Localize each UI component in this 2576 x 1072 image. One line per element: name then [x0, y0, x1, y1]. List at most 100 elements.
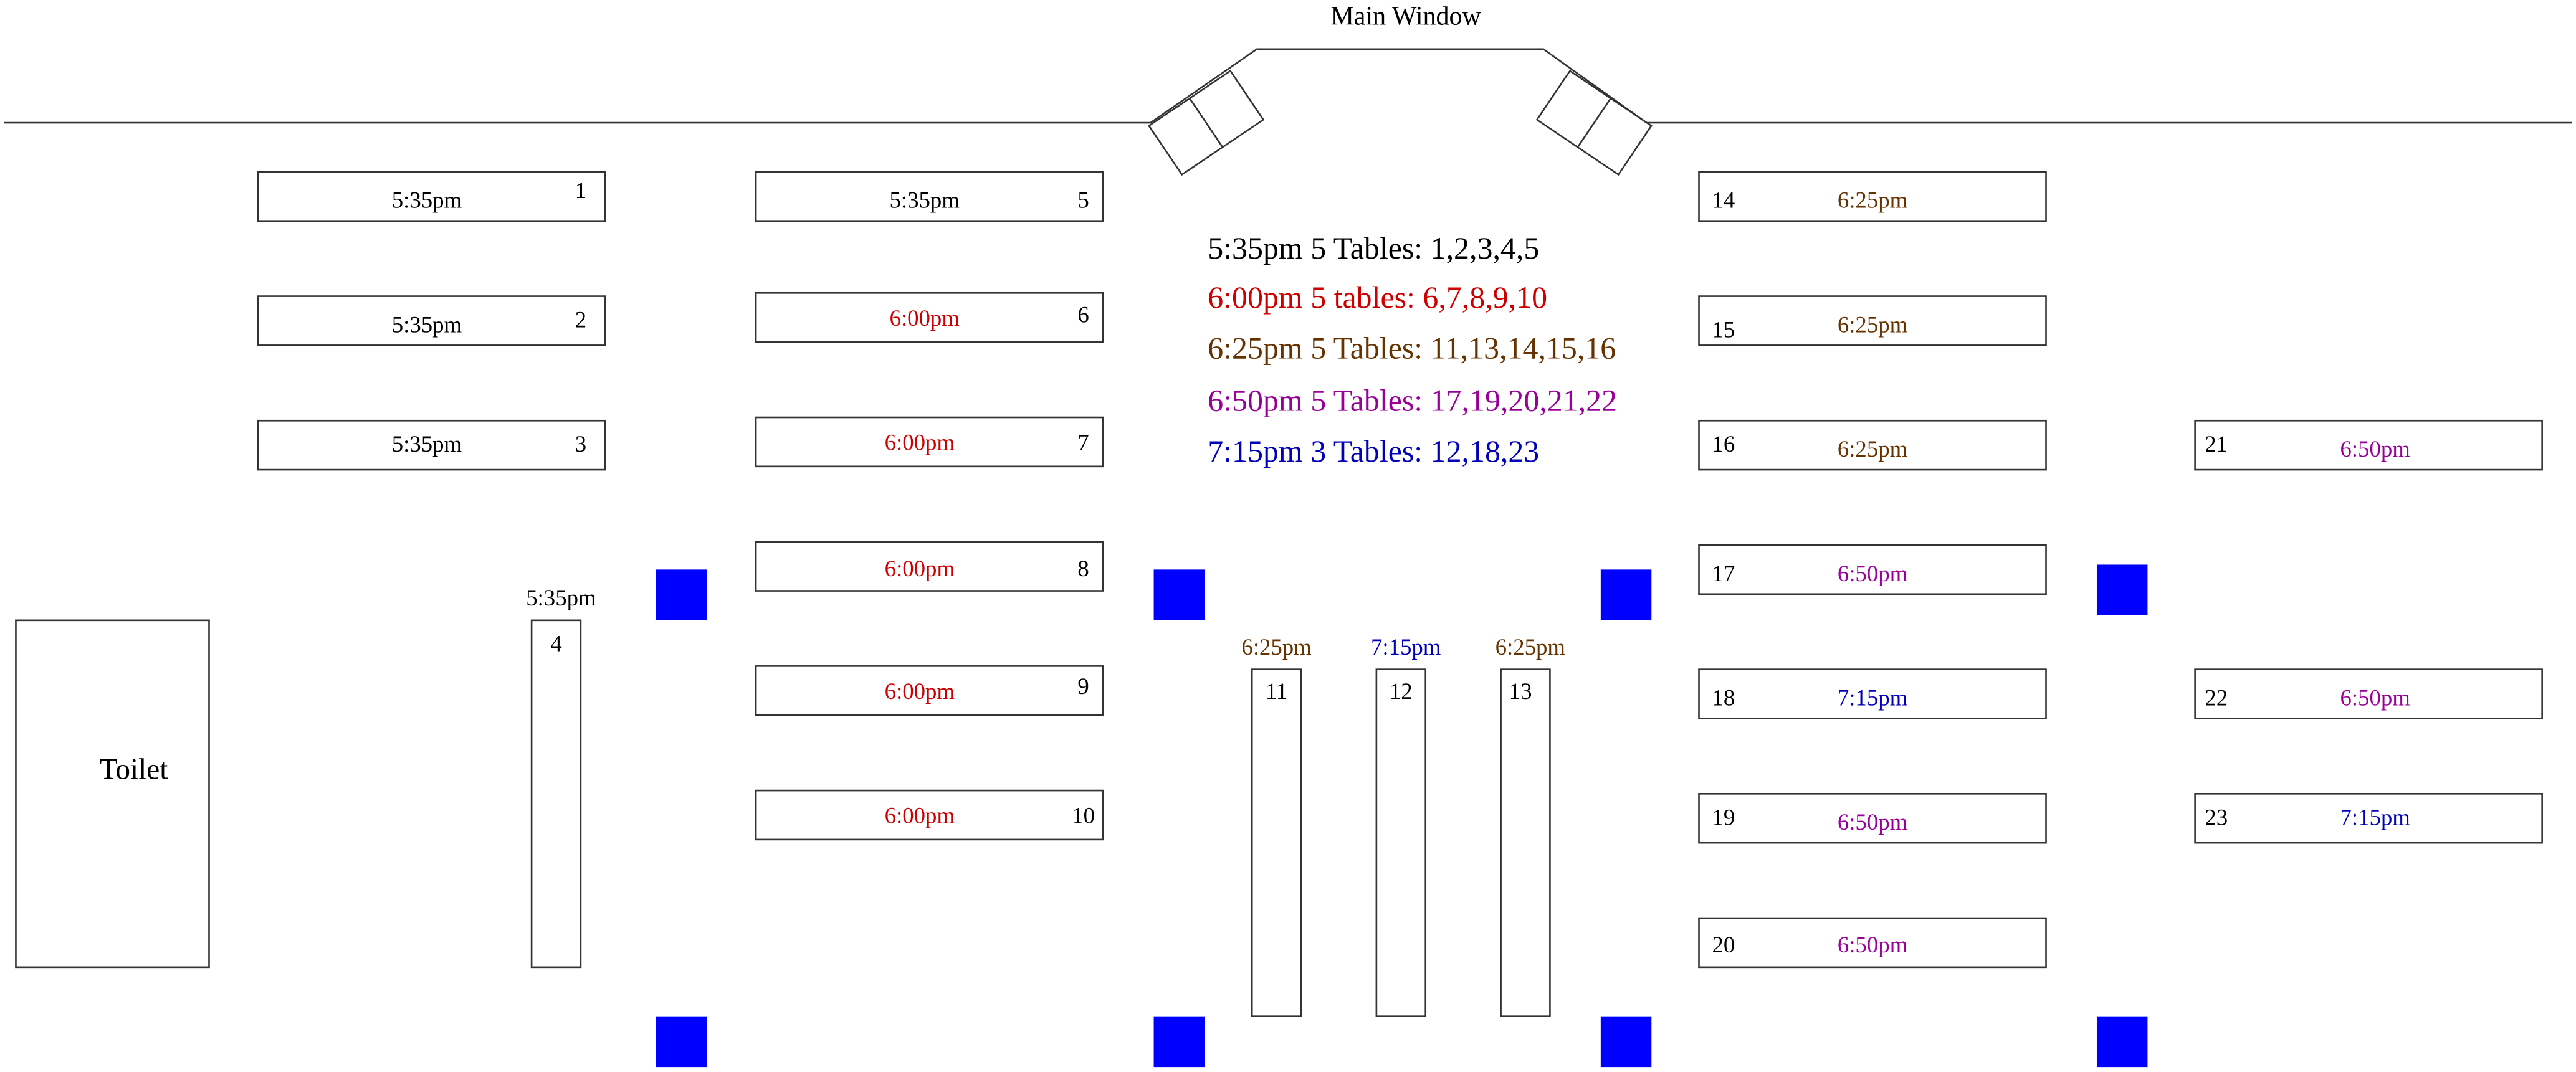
table-22: 22 6:50pm: [2194, 668, 2543, 719]
table-time: 6:50pm: [2340, 436, 2410, 462]
table-21: 21 6:50pm: [2194, 419, 2543, 471]
table-outline: [1500, 668, 1551, 1017]
table-outline: [1698, 668, 2047, 719]
table-number: 15: [1712, 316, 1735, 342]
table-number: 7: [1077, 430, 1089, 455]
legend-entry: 5:35pm 5 Tables: 1,2,3,4,5: [1208, 231, 1539, 265]
table-outline: [2194, 793, 2543, 844]
table-time: 5:35pm: [392, 431, 462, 457]
table-outline: [257, 295, 606, 346]
table-number: 2: [575, 306, 586, 332]
table-1: 5:35pm 1: [257, 171, 606, 222]
table-16: 16 6:25pm: [1698, 419, 2047, 471]
table-time: 5:35pm: [526, 585, 596, 610]
table-outline: [2194, 668, 2543, 719]
table-8: 6:00pm 8: [755, 541, 1104, 592]
pillar: [1600, 569, 1652, 620]
table-time: 6:00pm: [885, 803, 955, 828]
table-outline: [755, 789, 1104, 841]
table-number: 3: [575, 431, 586, 457]
pillar: [1153, 1016, 1205, 1068]
table-time: 6:00pm: [890, 305, 960, 331]
table-5: 5:35pm 5: [755, 171, 1104, 222]
table-number: 23: [2205, 804, 2228, 830]
table-9: 6:00pm 9: [755, 665, 1104, 716]
window-pane-left: [1148, 69, 1265, 176]
table-number: 1: [575, 178, 586, 203]
table-outline: [755, 541, 1104, 592]
table-7: 6:00pm 7: [755, 416, 1104, 468]
table-number: 5: [1077, 187, 1089, 213]
table-14: 14 6:25pm: [1698, 171, 2047, 222]
legend: 5:35pm 5 Tables: 1,2,3,4,5 6:00pm 5 tabl…: [1208, 231, 1617, 468]
table-number: 21: [2205, 431, 2228, 457]
table-time: 6:25pm: [1838, 187, 1908, 213]
pillar: [656, 1016, 707, 1068]
window-pane-right: [1535, 69, 1653, 176]
pillars: [656, 564, 2148, 1068]
table-time: 6:50pm: [1838, 809, 1908, 835]
table-time: 7:15pm: [2340, 804, 2410, 830]
main-window-title: Main Window: [1330, 2, 1481, 31]
table-outline: [1698, 917, 2047, 969]
table-number: 12: [1390, 678, 1413, 704]
table-time: 5:35pm: [392, 187, 462, 213]
table-number: 14: [1712, 187, 1735, 213]
table-17: 17 6:50pm: [1698, 544, 2047, 595]
table-outline: [755, 416, 1104, 468]
table-outline: [755, 171, 1104, 222]
table-number: 11: [1266, 678, 1287, 704]
toilet-box: [15, 619, 210, 969]
table-time: 6:50pm: [1838, 932, 1908, 957]
table-time: 6:00pm: [885, 556, 955, 581]
pillar: [2096, 564, 2148, 615]
table-outline: [755, 665, 1104, 716]
window-bay: [1150, 48, 1648, 124]
table-time: 6:50pm: [2340, 685, 2410, 710]
toilet: Toilet: [15, 619, 210, 969]
pillar: [656, 569, 707, 620]
table-4: 5:35pm 4: [526, 585, 596, 969]
table-time: 5:35pm: [392, 311, 462, 337]
table-10: 6:00pm 10: [755, 789, 1104, 841]
table-number: 20: [1712, 932, 1735, 957]
pillar: [2096, 1016, 2148, 1068]
table-19: 19 6:50pm: [1698, 793, 2047, 844]
table-number: 13: [1509, 678, 1532, 704]
table-outline: [1698, 295, 2047, 346]
legend-entry: 7:15pm 3 Tables: 12,18,23: [1208, 434, 1539, 468]
table-outline: [1698, 171, 2047, 222]
table-18: 18 7:15pm: [1698, 668, 2047, 719]
table-number: 8: [1077, 556, 1089, 581]
toilet-label: Toilet: [100, 754, 168, 786]
table-time: 6:50pm: [1838, 561, 1908, 586]
table-time: 6:25pm: [1241, 634, 1312, 660]
table-23: 23 7:15pm: [2194, 793, 2543, 844]
legend-entry: 6:50pm 5 Tables: 17,19,20,21,22: [1208, 383, 1617, 417]
table-number: 4: [550, 631, 561, 657]
table-outline: [530, 619, 582, 969]
legend-entry: 6:25pm 5 Tables: 11,13,14,15,16: [1208, 331, 1616, 365]
table-2: 5:35pm 2: [257, 295, 606, 346]
main-window: [4, 48, 2572, 176]
table-outline: [1698, 419, 2047, 471]
table-time: 7:15pm: [1371, 634, 1441, 660]
table-time: 6:25pm: [1838, 311, 1908, 337]
table-number: 22: [2205, 685, 2228, 710]
table-time: 6:00pm: [885, 678, 955, 704]
table-outline: [257, 419, 606, 471]
table-number: 16: [1712, 431, 1735, 457]
table-time: 6:25pm: [1838, 436, 1908, 462]
table-number: 18: [1712, 685, 1735, 710]
table-number: 19: [1712, 804, 1735, 830]
table-time: 5:35pm: [890, 187, 960, 213]
tables: 5:35pm 1 5:35pm 2 5:35pm 3 5:35pm 4 5:35…: [257, 171, 2543, 1017]
pillar: [1600, 1016, 1652, 1068]
table-11: 6:25pm 11: [1241, 634, 1312, 1017]
table-3: 5:35pm 3: [257, 419, 606, 471]
table-outline: [2194, 419, 2543, 471]
table-number: 6: [1077, 302, 1089, 328]
pillar: [1153, 569, 1205, 620]
table-time: 7:15pm: [1838, 685, 1908, 710]
